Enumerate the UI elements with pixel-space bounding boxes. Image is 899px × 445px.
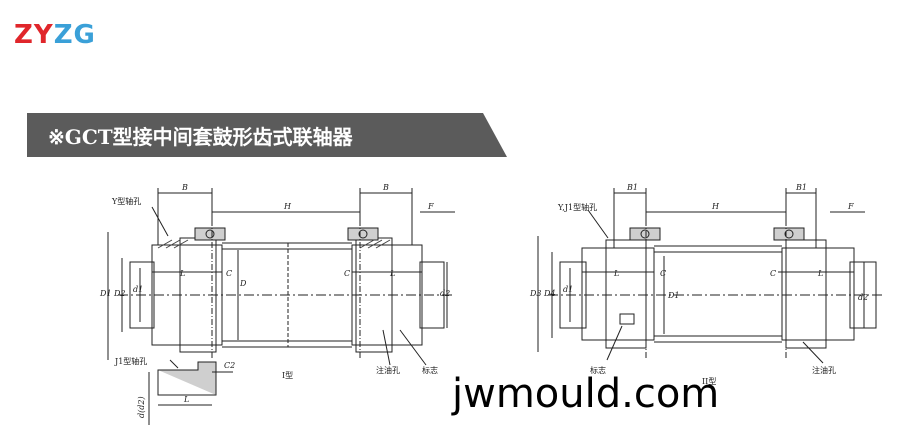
label-j1-shaft-hole: J1型轴孔 (114, 356, 147, 366)
dim-c-right-2: C (770, 269, 776, 278)
dim-d-d2: d(d2) (137, 396, 146, 418)
banner-title: ※GCT型接中间套鼓形齿式联轴器 (48, 125, 353, 149)
dim-d3: D3 (529, 289, 542, 298)
label-oil-hole-2: 注油孔 (812, 365, 836, 375)
dim-d2-bore-2: d2 (858, 293, 868, 302)
dim-b-left: B (181, 183, 188, 192)
dim-d1-outer: D1 (99, 289, 112, 298)
dim-c2: C2 (224, 361, 235, 370)
coupling-type-1-drawing (107, 188, 455, 425)
label-mark-1: 标志 (422, 365, 438, 375)
dim-h: H (283, 202, 292, 211)
dim-l-left-2: L (613, 269, 619, 278)
dim-d-sleeve: D (239, 279, 247, 288)
dim-d1-bore: d1 (133, 285, 143, 294)
logo-part-zg: ZG (53, 20, 96, 50)
dim-d4: D4 (543, 289, 556, 298)
title-banner (27, 113, 507, 157)
watermark-text: jwmould.com (452, 371, 720, 417)
dim-d2-outer: D2 (113, 289, 126, 298)
dim-l-right: L (389, 269, 395, 278)
label-type-1: I型 (282, 371, 293, 380)
label-oil-hole-1: 注油孔 (376, 365, 400, 375)
dim-l-right-2: L (817, 269, 823, 278)
dim-d1-bore-2: d1 (563, 285, 573, 294)
dim-f-2: F (847, 202, 854, 211)
logo-part-zy: ZY (14, 20, 54, 50)
label-mark-2: 标志 (590, 365, 606, 375)
dim-c-left-2: C (660, 269, 666, 278)
company-logo: ZYZG (14, 22, 96, 48)
dim-c-left: C (226, 269, 232, 278)
dim-b1-left: B1 (626, 183, 638, 192)
dim-f: F (427, 202, 434, 211)
dim-c-right: C (344, 269, 350, 278)
dim-d2-bore: d2 (440, 289, 450, 298)
label-yj1-shaft-hole: Y,J1型轴孔 (557, 202, 597, 212)
dim-h-2: H (711, 202, 720, 211)
dim-l-detail: L (183, 395, 189, 404)
dim-b-right: B (382, 183, 389, 192)
dim-l-left: L (179, 269, 185, 278)
label-y-shaft-hole: Y型轴孔 (111, 196, 141, 206)
coupling-type-2-drawing (537, 188, 884, 364)
label-type-2: II型 (702, 377, 716, 386)
dim-b1-right: B1 (795, 183, 807, 192)
dim-d1-sleeve-2: D1 (667, 291, 680, 300)
